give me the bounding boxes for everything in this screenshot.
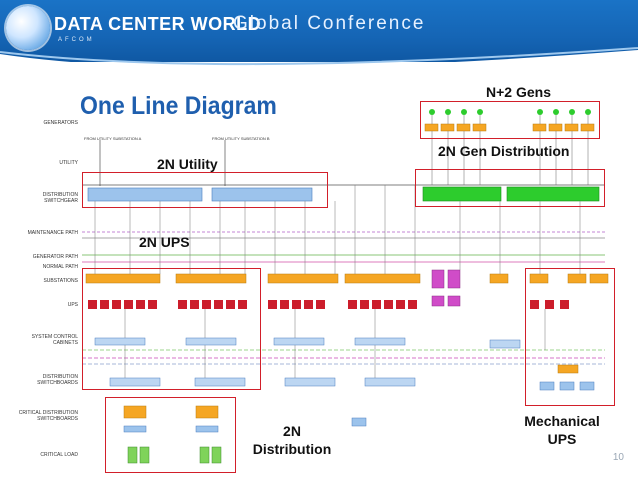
generator-bank bbox=[424, 109, 595, 185]
row-label-critical-load: CRITICAL LOAD bbox=[40, 452, 78, 458]
utility-feeds bbox=[99, 140, 226, 186]
row-label-distribution-switchboards: DISTRIBUTION SWITCHBOARDS bbox=[37, 374, 78, 386]
gens-callout-frame bbox=[420, 101, 600, 139]
mechanical-ups-units bbox=[539, 364, 595, 391]
ups-callout-label: 2N UPS bbox=[139, 234, 190, 250]
utility-switchgear bbox=[87, 187, 313, 202]
utility-callout-frame bbox=[82, 172, 328, 208]
gen-distribution-callout-frame bbox=[415, 169, 605, 207]
row-label-generator-path: GENERATOR PATH bbox=[32, 254, 78, 260]
gen-distribution-callout-label: 2N Gen Distribution bbox=[438, 143, 570, 159]
ups-modules bbox=[88, 300, 569, 309]
brand-subtitle: Global Conference bbox=[233, 13, 426, 34]
critical-load bbox=[127, 446, 222, 464]
brand-name: DATA CENTER WORLD bbox=[54, 14, 262, 34]
row-label-generators: GENERATORS bbox=[43, 120, 78, 126]
system-control-cabinets bbox=[94, 337, 521, 349]
slide-header: DATA CENTER WORLD Global Conference AFCO… bbox=[0, 0, 638, 84]
row-label-distribution-switchgear: DISTRIBUTION SWITCHGEAR bbox=[42, 192, 78, 204]
header-wave bbox=[0, 47, 638, 84]
page-number: 10 bbox=[612, 452, 624, 463]
row-label-normal-path: NORMAL PATH bbox=[42, 264, 78, 270]
slide-title: One Line Diagram bbox=[80, 92, 277, 120]
distribution-callout-frame bbox=[105, 397, 236, 473]
mechanical-feeders bbox=[431, 269, 461, 307]
brand-tag: AFCOM bbox=[58, 37, 95, 43]
utility-callout-label: 2N Utility bbox=[157, 156, 218, 172]
globe-logo-icon bbox=[6, 6, 50, 50]
row-label-utility: UTILITY bbox=[59, 160, 78, 166]
row-label-maintenance-path: MAINTENANCE PATH bbox=[27, 230, 78, 236]
mechanical-ups-callout-label: Mechanical UPS bbox=[524, 413, 600, 447]
path-lines bbox=[82, 184, 605, 365]
gens-callout-label: N+2 Gens bbox=[486, 84, 551, 100]
critical-distribution bbox=[123, 405, 367, 433]
gen-distribution-switchgear bbox=[422, 186, 600, 202]
row-label-ups: UPS bbox=[67, 302, 78, 308]
utility-b-label: FROM UTILITY SUBSTATION B bbox=[212, 136, 270, 141]
ups-callout-frame bbox=[82, 268, 261, 390]
distribution-callout-label: 2N Distribution bbox=[252, 423, 332, 457]
mechanical-ups-callout-frame bbox=[525, 268, 615, 406]
vertical-drops bbox=[94, 185, 581, 378]
row-label-system-control-cabinets: SYSTEM CONTROL CABINETS bbox=[31, 334, 78, 346]
distribution-switchboards bbox=[109, 377, 416, 387]
row-label-critical-distribution-switchboards: CRITICAL DISTRIBUTION SWITCHBOARDS bbox=[18, 410, 78, 422]
utility-a-label: FROM UTILITY SUBSTATION A bbox=[84, 136, 142, 141]
substations bbox=[85, 273, 609, 284]
row-label-substations: SUBSTATIONS bbox=[43, 278, 78, 284]
